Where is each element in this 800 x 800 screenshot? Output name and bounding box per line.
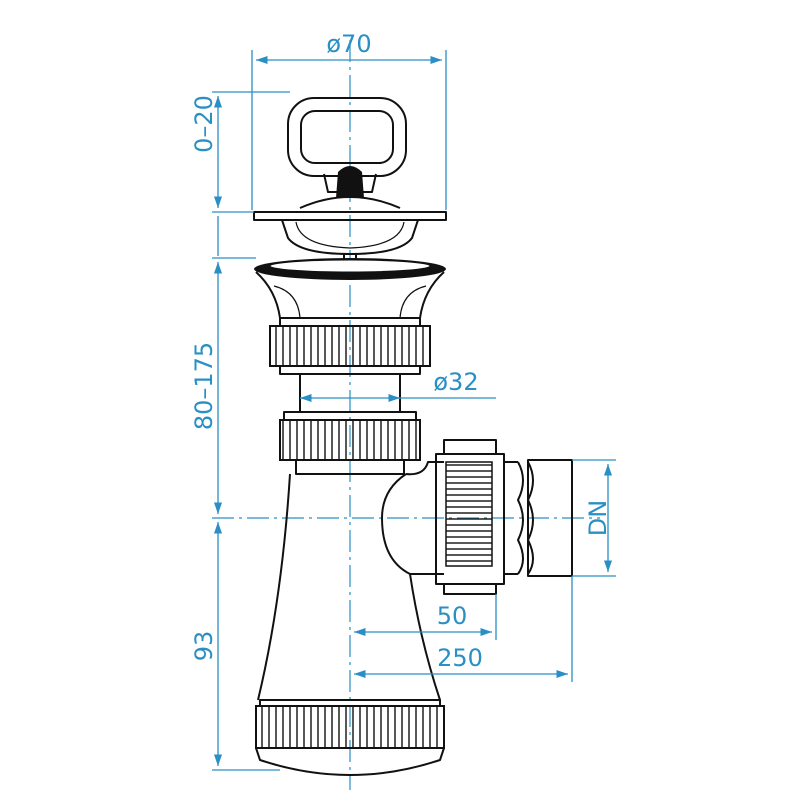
tail-pipe bbox=[299, 374, 401, 412]
plug-handle-outer bbox=[287, 97, 407, 177]
label-outlet-offset: 50 bbox=[437, 602, 468, 630]
plug-handle-inner bbox=[300, 110, 394, 164]
dimension-labels: ø70 0–20 80–175 93 ø32 50 250 DN bbox=[190, 30, 612, 672]
stopper-plug bbox=[253, 97, 447, 263]
plug-flange bbox=[253, 211, 447, 221]
lower-nut bbox=[279, 411, 421, 475]
label-height-range: 80–175 bbox=[190, 342, 218, 430]
label-top-diameter: ø70 bbox=[326, 30, 371, 58]
label-bottom-height: 93 bbox=[190, 631, 218, 662]
upper-nut bbox=[269, 317, 431, 375]
label-outlet-size: DN bbox=[584, 500, 612, 536]
label-outlet-reach: 250 bbox=[437, 644, 483, 672]
outlet-connector bbox=[435, 439, 573, 595]
bottle-body bbox=[255, 461, 445, 776]
label-pipe-diameter: ø32 bbox=[433, 368, 478, 396]
dimension-lines bbox=[212, 50, 616, 771]
label-plug-adjust: 0–20 bbox=[190, 95, 218, 153]
center-lines bbox=[212, 40, 600, 790]
